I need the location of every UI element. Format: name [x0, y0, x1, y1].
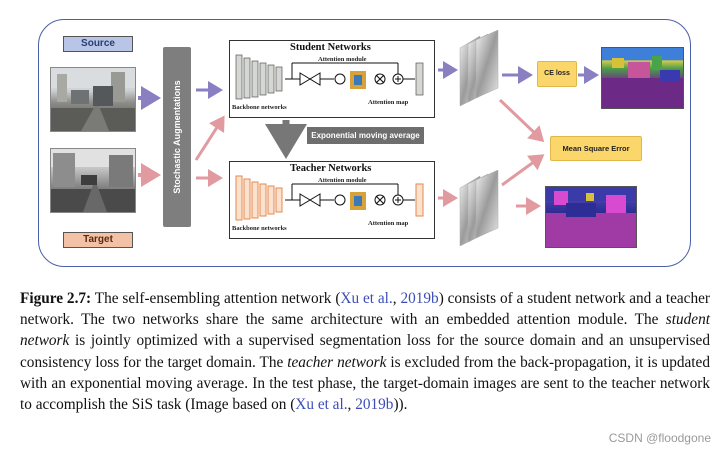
arrow-feat-to-mse-top [498, 98, 545, 143]
teacher-network-box: Teacher Networks Attention module Backbo… [229, 161, 435, 239]
target-segmentation-map [545, 186, 637, 248]
figure-label: Figure 2.7: [20, 290, 92, 307]
teacher-attention-map-label: Attention map [368, 220, 409, 227]
source-seg-detail [602, 48, 683, 108]
watermark: CSDN @floodgone [608, 431, 711, 445]
citation-2-year[interactable]: 2019b [355, 396, 394, 414]
mse-box: Mean Square Error [550, 136, 642, 161]
teacher-network-title: Teacher Networks [290, 163, 372, 174]
source-image [50, 67, 136, 132]
arrow-aug-to-student-pink [194, 115, 225, 161]
target-street-scene [51, 149, 135, 212]
citation-1-year[interactable]: 2019b [400, 290, 439, 307]
student-feature-maps [459, 30, 499, 107]
source-label: Source [63, 36, 133, 52]
ema-label: Exponential moving average [307, 127, 424, 144]
stochastic-augmentations-block: Stochastic Augmentations [163, 47, 191, 227]
citation-1-authors[interactable]: Xu et al. [340, 290, 393, 307]
citation-2-sep: , [347, 396, 356, 414]
target-image [50, 148, 136, 213]
student-attention-module-label: Attention module [318, 56, 367, 63]
student-backbone-layers [235, 54, 283, 100]
teacher-feature-maps [459, 170, 499, 247]
caption-text-5: )). [393, 396, 408, 414]
student-network-box: Student Networks Attention module Backbo… [229, 40, 435, 118]
diagram-frame [38, 19, 691, 267]
student-attention-map-label: Attention map [368, 99, 409, 106]
ce-loss-box: CE loss [537, 61, 577, 87]
student-network-title: Student Networks [290, 42, 371, 53]
target-seg-detail [546, 187, 636, 247]
teacher-backbone-label: Backbone networks [232, 225, 287, 232]
teacher-attention-module-label: Attention module [318, 177, 367, 184]
target-label: Target [63, 232, 133, 248]
arrow-feat-to-mse-bottom [501, 154, 545, 187]
figure-caption: Figure 2.7: The self-ensembling attentio… [20, 288, 710, 415]
citation-2-authors[interactable]: Xu et al. [295, 396, 348, 414]
source-segmentation-map [601, 47, 684, 109]
student-network-diagram [235, 54, 424, 100]
caption-text-1: The self-ensembling attention network ( [91, 290, 341, 307]
teacher-network-term: teacher network [287, 353, 387, 371]
caption-text-3: is jointly optimized with a supervised s… [20, 332, 710, 371]
diagram-arrows [138, 61, 599, 215]
caption-text-2: ) consists of a student network and a te… [20, 290, 711, 329]
student-network-term: student network [20, 311, 710, 350]
source-street-scene [51, 68, 135, 131]
teacher-backbone-layers [235, 175, 283, 221]
citation-1-sep: , [392, 290, 401, 307]
student-backbone-label: Backbone networks [232, 104, 287, 111]
caption-text-4: is excluded from the back-propagation, i… [20, 353, 710, 414]
teacher-network-diagram [235, 175, 424, 221]
